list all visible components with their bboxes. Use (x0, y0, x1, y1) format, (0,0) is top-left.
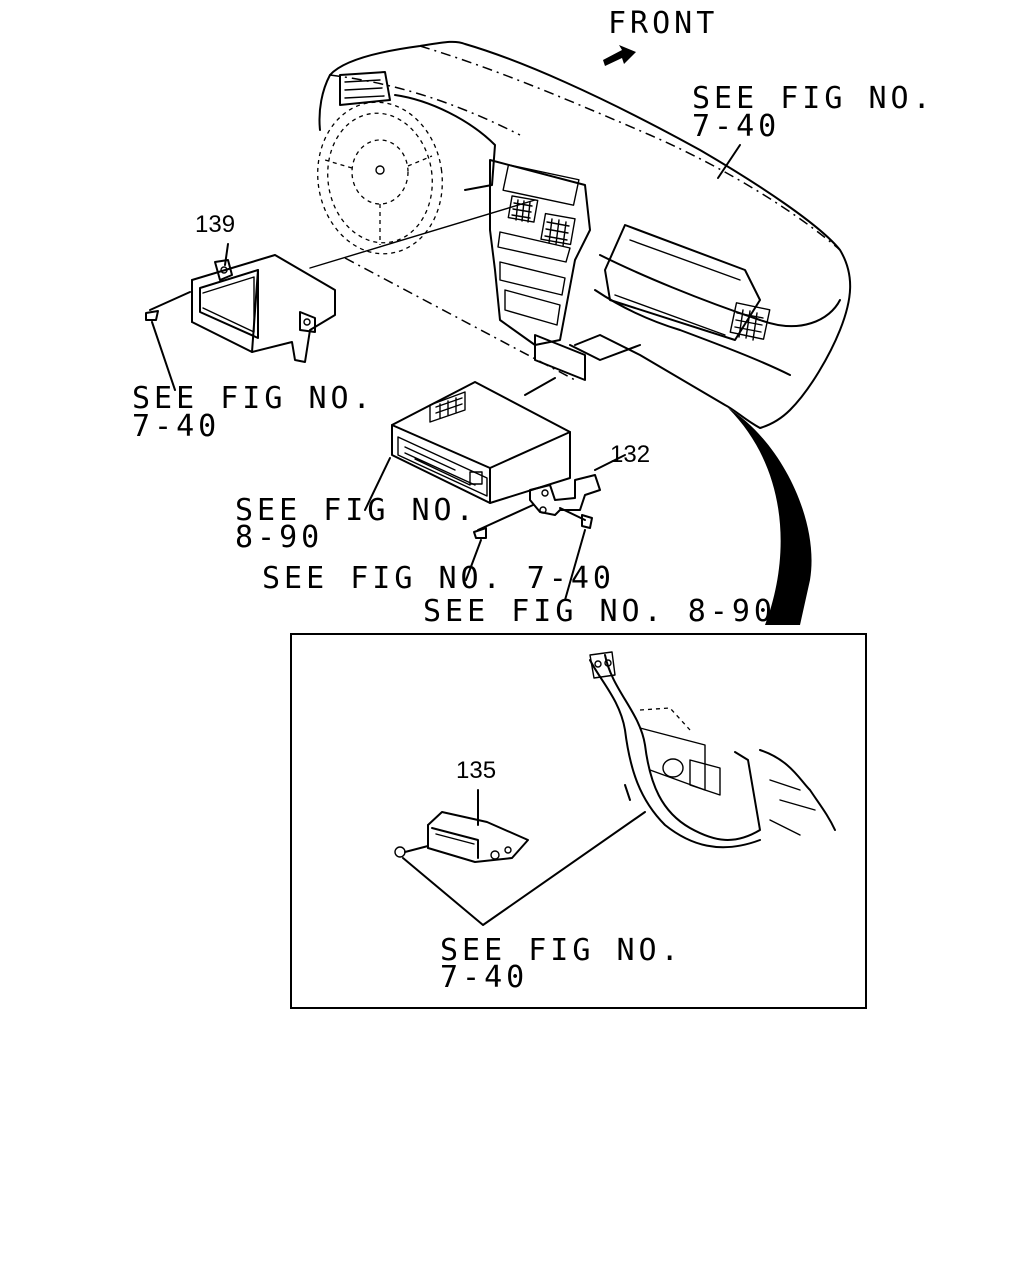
p139-leader (224, 243, 229, 266)
radio-unit (391, 381, 571, 504)
dash-ref-line1: SEE FIG NO. (692, 81, 935, 116)
inset-console (589, 651, 836, 849)
pocket-screw-leader (151, 321, 176, 391)
pocket-to-dash-line (309, 199, 536, 269)
detail-inset-frame (290, 633, 867, 1009)
screw-ref-8-90: SEE FIG NO. 8-90 (423, 594, 776, 629)
front-label: FRONT (608, 6, 718, 41)
inset-ref-line2: 7-40 (440, 960, 528, 995)
screw-7-40-leader (465, 539, 482, 581)
bracket-132 (473, 474, 601, 539)
pocket-ref-line1: SEE FIG NO. (132, 381, 375, 416)
steering-wheel (317, 101, 443, 255)
radio-ref-line2: 8-90 (235, 520, 323, 555)
radio-ref-line1: SEE FIG NO. (235, 493, 478, 528)
part-132-label: 132 (610, 441, 650, 468)
screw-8-90-leader (564, 529, 586, 601)
dash-leader (717, 144, 741, 179)
detail-arrow (728, 408, 812, 625)
radio-top-line (524, 377, 556, 396)
pocket-135 (394, 811, 529, 863)
vent-center (540, 212, 576, 247)
inset-ref-line1: SEE FIG NO. (440, 933, 683, 968)
front-arrow (603, 45, 636, 66)
pocket-139 (145, 254, 336, 363)
vent-left (507, 195, 539, 223)
p132-leader (594, 454, 626, 471)
pocket-ref-line2: 7-40 (132, 409, 220, 444)
screw-ref-7-40: SEE FIG NO. 7-40 (262, 561, 615, 596)
dashboard-drawing (317, 40, 852, 429)
radio-leader (364, 457, 391, 511)
part-135-label: 135 (456, 757, 496, 784)
part-139-label: 139 (195, 211, 235, 238)
dash-ref-line2: 7-40 (692, 109, 780, 144)
inset-screw-leader (402, 811, 646, 926)
radio-to-dash-line (344, 257, 576, 381)
